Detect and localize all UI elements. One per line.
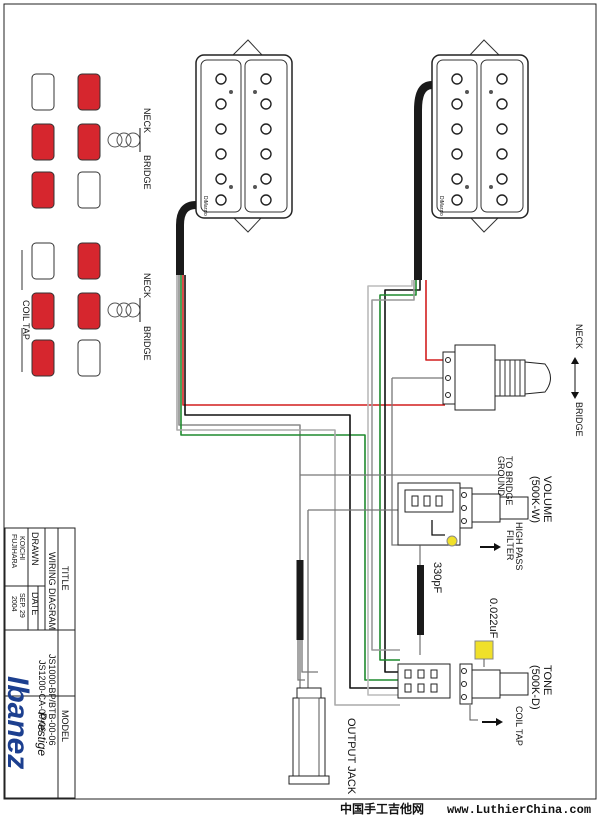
high-pass-label-1: HIGH PASS bbox=[514, 522, 524, 570]
legend-coil-white bbox=[31, 73, 55, 111]
legend-neck-label: NECK bbox=[142, 108, 152, 133]
bridge-label: BRIDGE bbox=[574, 402, 584, 437]
pickup-selector-switch bbox=[442, 344, 551, 411]
bridge-humbucker-pickup: DiMarzio bbox=[431, 39, 529, 233]
legend-coil-red bbox=[31, 171, 55, 209]
tone-label: TONE bbox=[541, 665, 553, 695]
neck-humbucker-pickup: DiMarzio bbox=[195, 39, 293, 233]
legend-bridge-label: BRIDGE bbox=[142, 155, 152, 190]
to-bridge-ground-label-2: GROUND bbox=[496, 456, 506, 496]
date-value-1: SEP. 29 bbox=[18, 593, 25, 618]
legend-coil-red bbox=[77, 73, 101, 111]
footer-site-url: www.LuthierChina.com bbox=[447, 803, 591, 817]
footer-site-cn: 中国手工吉他网 bbox=[340, 801, 424, 816]
neck-pickup-cable bbox=[176, 201, 445, 706]
capacitor-330pf bbox=[417, 545, 424, 655]
legend-coil-white bbox=[77, 339, 101, 377]
volume-pot bbox=[397, 482, 529, 547]
model-value-2: JS1200-CA-00-06 bbox=[37, 660, 47, 732]
legend-neck-label-2: NECK bbox=[142, 273, 152, 298]
to-bridge-ground-label-1: TO BRIDGE bbox=[504, 456, 514, 505]
prestige-logo: Prestige bbox=[35, 712, 49, 756]
legend-coil-red bbox=[31, 123, 55, 161]
title-block bbox=[4, 527, 76, 799]
title-block-text: TITLE WIRING DIAGRAM DRAWN KOICHI FUJIHA… bbox=[1, 532, 70, 769]
component-labels: NECK BRIDGE TO BRIDGE GROUND VOLUME (500… bbox=[345, 324, 584, 795]
title-header: TITLE bbox=[60, 566, 70, 591]
output-jack bbox=[288, 687, 330, 785]
page-border bbox=[3, 3, 597, 800]
date-header: DATE bbox=[30, 592, 40, 615]
output-jack-cable bbox=[296, 560, 318, 681]
bridge-pickup-cable bbox=[367, 81, 445, 696]
legend-bridge-label-2: BRIDGE bbox=[142, 326, 152, 361]
cap-022-label: 0.022uF bbox=[487, 598, 499, 639]
high-pass-capacitor bbox=[446, 535, 458, 547]
neck-label: NECK bbox=[574, 324, 584, 349]
volume-value-label: (500K-W) bbox=[529, 476, 541, 523]
drawn-value-2: FUJIHARA bbox=[10, 534, 17, 569]
legend-coil-red bbox=[31, 292, 55, 330]
legend-switch-positions: NECK BRIDGE NECK BRIDGE COIL TAP bbox=[21, 73, 152, 377]
model-value-1: JS1000-BP/BTB-00-06 bbox=[47, 654, 57, 746]
drawn-header: DRAWN bbox=[30, 532, 40, 566]
legend-coil-red bbox=[31, 339, 55, 377]
volume-label: VOLUME bbox=[541, 476, 553, 522]
legend-coil-white bbox=[77, 171, 101, 209]
cap-330-label: 330pF bbox=[431, 562, 443, 593]
tone-capacitor bbox=[474, 640, 494, 660]
ibanez-logo: Ibanez bbox=[1, 676, 34, 769]
legend-coil-red bbox=[77, 242, 101, 280]
high-pass-label-2: FILTER bbox=[505, 530, 515, 561]
model-header: MODEL bbox=[60, 710, 70, 742]
title-value: WIRING DIAGRAM bbox=[47, 552, 57, 630]
tone-value-label: (500K-D) bbox=[529, 665, 541, 710]
drawn-value-1: KOICHI bbox=[18, 536, 25, 560]
bridge-pickup-logo: DiMarzio bbox=[438, 196, 444, 216]
legend-coil-tap-label: COIL TAP bbox=[21, 300, 31, 340]
legend-coil-white bbox=[31, 242, 55, 280]
footer: 中国手工吉他网 www.LuthierChina.com bbox=[340, 801, 591, 817]
neck-pickup-logo: DiMarzio bbox=[202, 196, 208, 216]
legend-coil-red bbox=[77, 123, 101, 161]
tone-pot-push-pull bbox=[397, 640, 529, 721]
output-jack-label: OUTPUT JACK bbox=[345, 718, 357, 795]
coil-tap-label: COIL TAP bbox=[514, 706, 524, 746]
legend-coil-red bbox=[77, 292, 101, 330]
date-value-2: 2004 bbox=[10, 596, 17, 612]
